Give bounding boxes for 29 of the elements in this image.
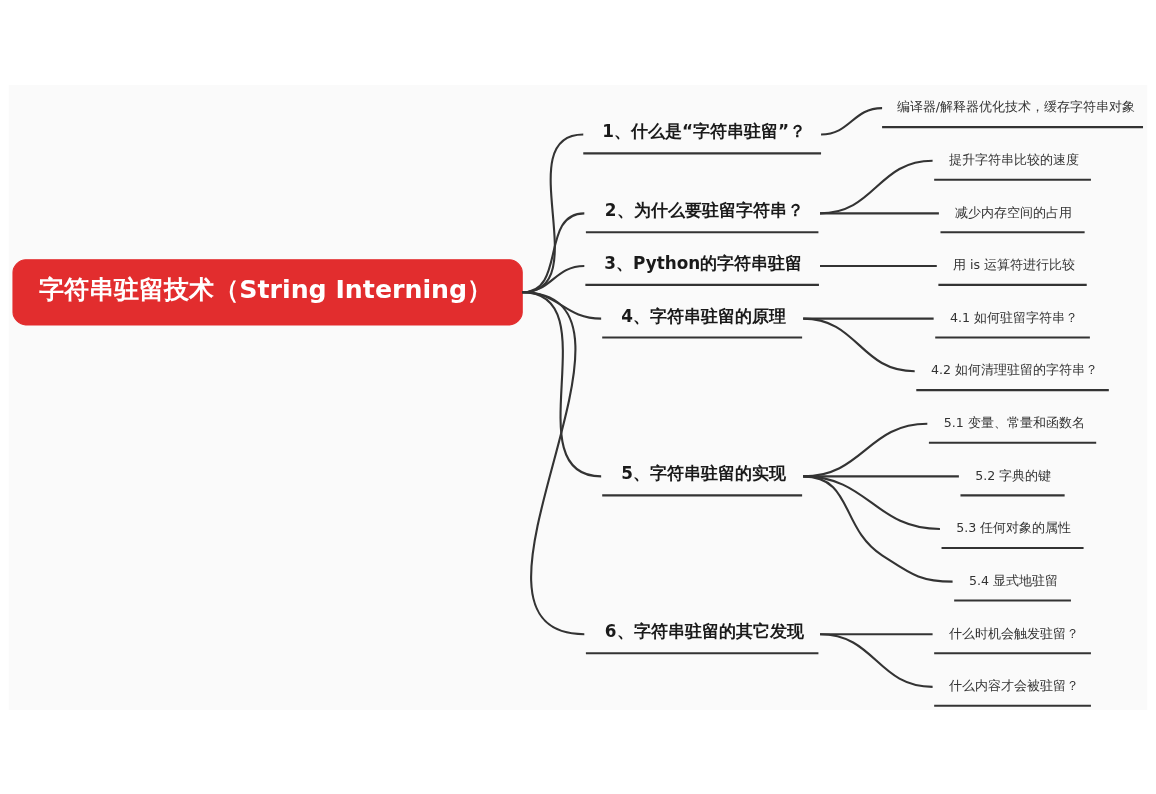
connector bbox=[522, 290, 602, 477]
connector bbox=[803, 474, 941, 530]
node-text: 提升字符串比较的速度 bbox=[948, 151, 1079, 167]
node-text: 什么内容才会被驻留？ bbox=[948, 677, 1079, 693]
node-text: 5.1 变量、常量和函数名 bbox=[943, 414, 1085, 430]
connector bbox=[803, 474, 953, 583]
node-text: 5.2 字典的键 bbox=[975, 467, 1052, 483]
node-text: 3、Python的字符串驻留 bbox=[604, 252, 803, 273]
node-text: 编译器/解释器优化技术，缓存字符串对象 bbox=[896, 98, 1136, 114]
connector bbox=[820, 211, 939, 214]
connector bbox=[820, 264, 937, 267]
node-text: 2、为什么要驻留字符串？ bbox=[604, 199, 804, 220]
node-text: 用 is 运算符进行比较 bbox=[953, 256, 1076, 272]
node-text: 5、字符串驻留的实现 bbox=[621, 462, 786, 483]
node-text: 5.3 任何对象的属性 bbox=[956, 519, 1072, 535]
node-text: 4、字符串驻留的原理 bbox=[621, 305, 786, 326]
connector bbox=[803, 474, 959, 477]
node-text: 4.1 如何驻留字符串？ bbox=[949, 309, 1079, 325]
node-text: 4.2 如何清理驻留的字符串？ bbox=[931, 361, 1099, 377]
node-box: 字符串驻留技术（String Interning） bbox=[12, 258, 523, 325]
node-text: 5.4 显式地驻留 bbox=[968, 572, 1058, 588]
node-text: 减少内存空间的占用 bbox=[955, 204, 1073, 220]
connector bbox=[803, 317, 915, 372]
connector bbox=[821, 106, 883, 135]
node-text: 什么时机会触发驻留？ bbox=[948, 625, 1079, 640]
node-text: 6、字符串驻留的其它发现 bbox=[604, 620, 804, 641]
connector bbox=[819, 632, 933, 688]
node-text: 1、什么是“字符串驻留”？ bbox=[602, 120, 807, 141]
connector bbox=[522, 290, 585, 635]
